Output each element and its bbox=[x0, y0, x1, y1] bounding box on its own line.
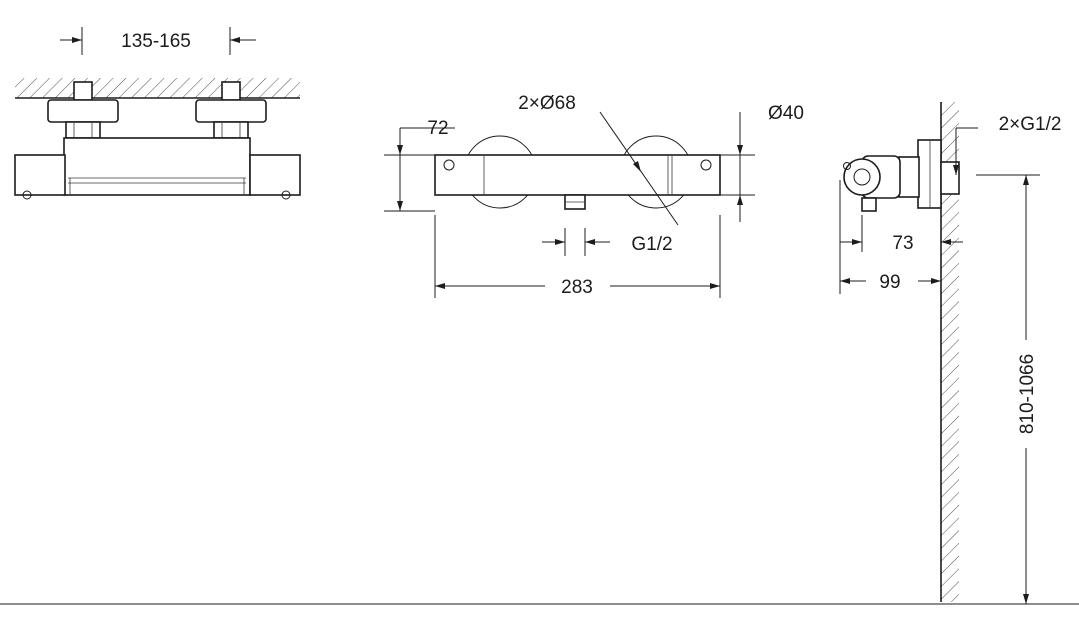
wall-hatch-side bbox=[941, 102, 959, 602]
right-inlet-connector bbox=[195, 81, 267, 139]
label-mounting-height: 810-1066 bbox=[1017, 354, 1038, 434]
mixer-body-top bbox=[14, 137, 301, 200]
top-view: 135-165 bbox=[14, 27, 301, 200]
mixer-body-side bbox=[843, 139, 960, 212]
front-view: 72 2×Ø68 Ø40 G1/2 bbox=[384, 93, 804, 298]
label-inlet-thread: 2×G1/2 bbox=[999, 114, 1062, 135]
dim-inlet-spacing: 135-165 bbox=[60, 27, 256, 55]
dim-wall-to-front: 99 bbox=[839, 180, 941, 294]
dim-body-length: 283 bbox=[434, 215, 721, 298]
mixer-body-front bbox=[434, 154, 721, 196]
label-outlet-thread: G1/2 bbox=[631, 234, 672, 255]
dim-handle-diameter: 2×Ø68 bbox=[518, 93, 679, 226]
label-body-height: 72 bbox=[427, 118, 448, 139]
wall-hatch-top bbox=[15, 78, 300, 98]
dim-body-diameter: Ø40 bbox=[720, 103, 804, 222]
dim-mounting-height: 810-1066 bbox=[976, 174, 1040, 605]
label-wall-to-body: 73 bbox=[892, 233, 913, 254]
label-body-length: 283 bbox=[561, 277, 593, 298]
label-body-diameter: Ø40 bbox=[768, 103, 804, 124]
label-inlet-spacing: 135-165 bbox=[121, 31, 191, 52]
dim-outlet-thread: G1/2 bbox=[542, 228, 673, 256]
label-wall-to-front: 99 bbox=[879, 272, 900, 293]
label-handle-diameter: 2×Ø68 bbox=[518, 93, 576, 114]
dim-inlet-thread: 2×G1/2 bbox=[953, 114, 1061, 175]
dim-wall-to-body: 73 bbox=[840, 215, 963, 254]
dim-body-height: 72 bbox=[384, 118, 455, 212]
side-view: 2×G1/2 73 99 810-1066 bbox=[0, 102, 1079, 605]
